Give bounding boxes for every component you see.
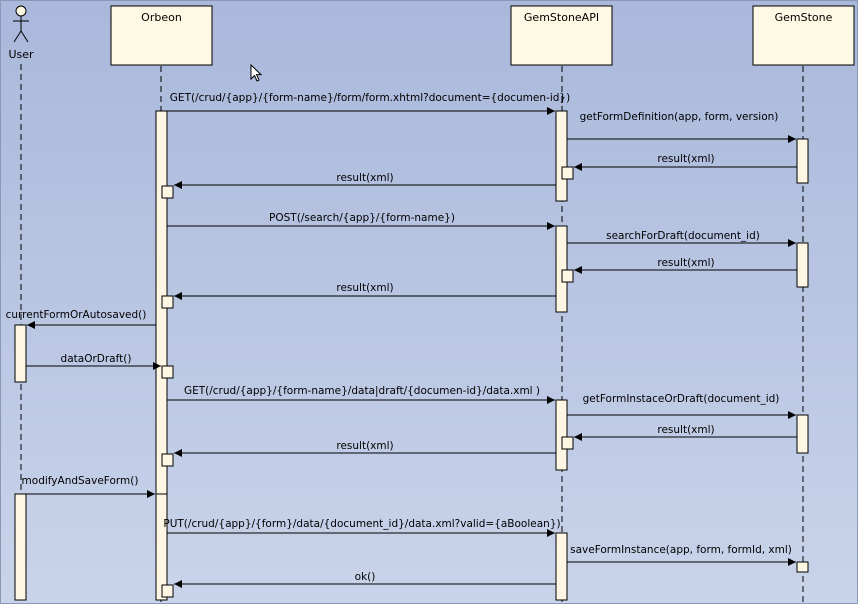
activation-gemstoneapi-1	[555, 110, 568, 202]
activation-gemstoneapi-return-2	[561, 269, 574, 283]
message-get-form-instance-or-draft[interactable]: getFormInstaceOrDraft(document_id)	[567, 393, 796, 419]
participant-gemstone[interactable]: GemStone	[752, 5, 855, 66]
message-label: saveFormInstance(app, form, formId, xml)	[570, 544, 792, 556]
message-ok[interactable]: ok()	[174, 571, 556, 588]
message-result-3[interactable]: result(xml)	[574, 257, 797, 274]
message-current-form-or-autosaved[interactable]: currentFormOrAutosaved()	[6, 309, 156, 329]
participant-label-gemstone: GemStone	[775, 11, 833, 24]
participant-label-gemstoneapi: GemStoneAPI	[524, 11, 599, 24]
message-label: result(xml)	[336, 282, 393, 294]
activation-gemstoneapi-return-1	[561, 166, 574, 180]
message-put-data[interactable]: PUT(/crud/{app}/{form}/data/{document_id…	[163, 518, 561, 537]
activation-user-2	[14, 493, 27, 601]
message-label: POST(/search/{app}/{form-name})	[269, 212, 455, 224]
participant-label-user: User	[8, 48, 34, 61]
activations	[14, 110, 809, 601]
message-save-form-instance[interactable]: saveFormInstance(app, form, formId, xml)	[567, 544, 796, 566]
participant-orbeon[interactable]: Orbeon	[110, 5, 213, 66]
message-label: modifyAndSaveForm()	[22, 475, 139, 487]
message-data-or-draft[interactable]: dataOrDraft()	[26, 353, 161, 370]
message-label: dataOrDraft()	[61, 353, 132, 365]
message-result-6[interactable]: result(xml)	[174, 440, 556, 457]
message-result-1[interactable]: result(xml)	[574, 153, 797, 171]
activation-orbeon-return-2	[161, 295, 174, 309]
activation-gemstone-4	[796, 561, 809, 573]
stick-figure-icon	[13, 5, 29, 43]
messages: GET(/crud/{app}/{form-name}/form/form.xh…	[6, 92, 797, 588]
message-label: currentFormOrAutosaved()	[6, 309, 147, 321]
message-label: searchForDraft(document_id)	[606, 230, 760, 242]
message-label: result(xml)	[657, 153, 714, 165]
message-label: GET(/crud/{app}/{form-name}/data|draft/{…	[184, 385, 540, 397]
message-label: result(xml)	[657, 257, 714, 269]
message-post-search[interactable]: POST(/search/{app}/{form-name})	[167, 212, 555, 230]
activation-gemstoneapi-4	[555, 532, 568, 601]
activation-orbeon-2	[155, 493, 168, 601]
message-label: result(xml)	[336, 440, 393, 452]
activation-orbeon-return-1	[161, 185, 174, 199]
activation-gemstone-1	[796, 138, 809, 184]
message-label: GET(/crud/{app}/{form-name}/form/form.xh…	[170, 92, 570, 104]
activation-gemstone-3	[796, 414, 809, 454]
activation-gemstoneapi-2	[555, 225, 568, 313]
activation-orbeon-return-5	[161, 584, 174, 598]
message-label: ok()	[355, 571, 376, 583]
message-get-form-definition[interactable]: getFormDefinition(app, form, version)	[567, 111, 796, 143]
message-label: getFormInstaceOrDraft(document_id)	[583, 393, 780, 405]
message-label: result(xml)	[657, 424, 714, 436]
actor-user[interactable]: User	[8, 5, 34, 61]
message-get-form[interactable]: GET(/crud/{app}/{form-name}/form/form.xh…	[167, 92, 570, 115]
message-modify-and-save-form[interactable]: modifyAndSaveForm()	[22, 475, 155, 498]
activation-orbeon-return-3	[161, 365, 174, 379]
participant-label-orbeon: Orbeon	[141, 11, 182, 24]
message-search-for-draft[interactable]: searchForDraft(document_id)	[567, 230, 796, 247]
message-label: result(xml)	[336, 172, 393, 184]
activation-orbeon-return-4	[161, 453, 174, 467]
activation-gemstone-2	[796, 242, 809, 288]
message-result-4[interactable]: result(xml)	[174, 282, 556, 300]
message-result-2[interactable]: result(xml)	[174, 172, 556, 189]
message-result-5[interactable]: result(xml)	[574, 424, 797, 441]
message-label: getFormDefinition(app, form, version)	[580, 111, 779, 123]
activation-user-1	[14, 324, 27, 383]
message-get-data-or-draft[interactable]: GET(/crud/{app}/{form-name}/data|draft/{…	[167, 385, 555, 404]
activation-gemstoneapi-3	[555, 399, 568, 471]
activation-gemstoneapi-return-3	[561, 436, 574, 450]
participant-gemstoneapi[interactable]: GemStoneAPI	[510, 5, 613, 66]
mouse-pointer-icon	[250, 64, 263, 82]
message-label: PUT(/crud/{app}/{form}/data/{document_id…	[163, 518, 560, 530]
